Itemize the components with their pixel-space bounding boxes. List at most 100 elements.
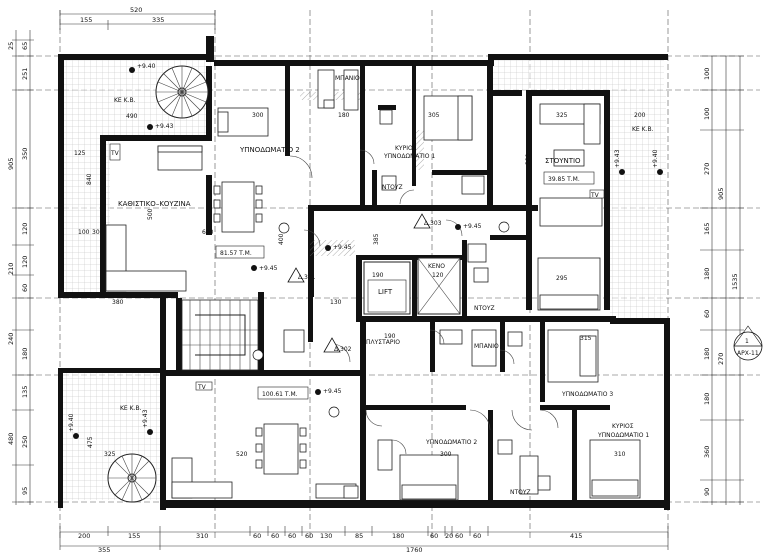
dim-right-7: 1535 — [731, 273, 739, 290]
dim-bottom-9: 85 — [355, 532, 363, 540]
void-label: ΚΕΝΟ — [428, 263, 445, 270]
inner-dim-17: 295 — [556, 275, 568, 282]
inner-dim-4: 840 — [86, 173, 93, 185]
door-swings — [289, 149, 559, 455]
dim-bottom-1: 200 — [78, 532, 90, 540]
dim-top-total: 520 — [130, 6, 142, 14]
inner-dim-10: 180 — [338, 112, 350, 119]
dim-bottom-15: 415 — [570, 532, 582, 540]
inner-dim-24: 325 — [104, 451, 116, 458]
inner-dim-21: 300 — [440, 451, 452, 458]
dim-right-8: 60 — [703, 310, 711, 318]
lift-dim-1: 190 — [372, 272, 384, 279]
dim-bottom-13: 60 — [455, 532, 463, 540]
level-9: +9.40 — [68, 413, 75, 432]
dim-right-2: 100 — [703, 108, 711, 120]
dim-bottom-7: 60 — [305, 532, 313, 540]
label-bath-mid: ΜΠΑΝΙΟ — [474, 343, 499, 350]
inner-dim-13: 380 — [525, 153, 532, 165]
dim-bottom-8: 130 — [320, 532, 332, 540]
dim-bottom-t1: 355 — [98, 546, 110, 554]
level-3: +9.43 — [614, 149, 621, 168]
inner-dim-19: 315 — [580, 335, 592, 342]
walls — [58, 36, 670, 510]
inner-dim-26: 130 — [330, 299, 342, 306]
furniture-beds — [217, 95, 641, 501]
inner-dim-11: 305 — [428, 112, 440, 119]
tv-label-3: TV — [197, 384, 207, 391]
label-bedroom2-bottom: ΥΠΝΟΔΩΜΑΤΙΟ 2 — [425, 439, 477, 446]
dim-left-8: 60 — [21, 284, 29, 292]
inner-dim-23: 475 — [87, 436, 94, 448]
dim-left-9: 120 — [21, 256, 29, 268]
elevation-marker: 1 ΑΡΧ-11 — [733, 325, 763, 361]
inner-dim-8: 30 — [92, 229, 100, 236]
dim-bottom-3: 310 — [196, 532, 208, 540]
spiral-stair-bottom — [107, 453, 157, 503]
label-master-bottom-2: ΥΠΝΟΔΩΜΑΤΙΟ 1 — [597, 432, 649, 439]
dim-top-b: 335 — [152, 16, 164, 24]
dim-right-5: 165 — [703, 223, 711, 235]
level-5: +9.45 — [333, 244, 352, 251]
level-markers: +9.40 +9.43 +9.43 +9.40 +9.45 +9.45 +9.4… — [68, 63, 663, 439]
inner-dim-2: 300 — [252, 112, 264, 119]
label-area-bottom: 100.61 Τ.Μ. — [262, 391, 298, 398]
inner-dim-18: 190 — [384, 333, 396, 340]
label-shower-top: ΝΤΟΥΖ — [382, 184, 403, 191]
tv-labels: TV TV TV — [109, 143, 605, 391]
dim-left-12: 135 — [21, 386, 29, 398]
inner-dim-5: 500 — [147, 208, 154, 220]
inner-dim-1: 490 — [126, 113, 138, 120]
inner-dim-9: 380 — [112, 299, 124, 306]
dim-left-10: 240 — [7, 333, 15, 345]
inner-dim-15: 385 — [373, 233, 380, 245]
furniture-living — [105, 69, 603, 499]
label-area-top: 81.57 Τ.Μ. — [220, 250, 252, 257]
label-master-bottom-1: ΚΥΡΙΟΣ — [612, 423, 634, 430]
dim-left-3: 251 — [21, 68, 29, 80]
lift-shaft: LIFT 190 — [363, 261, 411, 315]
dim-bottom-5: 60 — [271, 532, 279, 540]
dim-bottom-t2: 1760 — [406, 546, 423, 554]
inner-dim-22: 310 — [614, 451, 626, 458]
dim-left-7: 210 — [7, 263, 15, 275]
dim-left-1: 25 — [7, 42, 15, 50]
dim-right-12: 360 — [703, 446, 711, 458]
level-6: +9.45 — [259, 265, 278, 272]
label-shower-bottom: ΝΤΟΥΖ — [510, 489, 531, 496]
inner-dim-6: 690 — [202, 229, 214, 236]
dim-bottom-4: 60 — [253, 532, 261, 540]
elevation-number: 1 — [745, 338, 749, 345]
label-studio-area: 39.85 Τ.Μ. — [548, 176, 580, 183]
dim-right-3: 270 — [703, 163, 711, 175]
dim-right-4: 905 — [717, 188, 725, 200]
spiral-stair-top — [155, 65, 209, 119]
dim-bottom-2: 155 — [128, 532, 140, 540]
label-bath-top: ΜΠΑΝΙΟ — [335, 75, 360, 82]
dim-top-a: 155 — [80, 16, 92, 24]
section-markers: Δ.301 Δ.302 Δ.303 — [287, 213, 442, 353]
dim-left-14: 250 — [21, 436, 29, 448]
dim-left-2: 65 — [21, 42, 29, 50]
tv-label-2: TV — [590, 192, 600, 199]
dim-bottom-12: 20 — [445, 532, 453, 540]
label-shower-mid: ΝΤΟΥΖ — [474, 305, 495, 312]
inner-dimensions: 490 300 125 840 500 690 100 30 380 180 3… — [74, 112, 646, 458]
dim-left-11: 180 — [21, 348, 29, 360]
dim-bottom-11: 60 — [430, 532, 438, 540]
inner-dim-14: 200 — [634, 112, 646, 119]
elevation-ref: ΑΡΧ-11 — [737, 350, 759, 357]
level-4: +9.40 — [652, 149, 659, 168]
left-dimensions: 25 65 251 905 350 120 210 60 120 240 180… — [7, 30, 34, 505]
dim-right-11: 180 — [703, 393, 711, 405]
level-8: +9.45 — [323, 388, 342, 395]
label-master-top-2: ΥΠΝΟΔΩΜΑΤΙΟ 1 — [383, 153, 435, 160]
label-kb-3: ΚΕ Κ.Β. — [120, 405, 142, 412]
level-2: +9.43 — [155, 123, 174, 130]
label-studio: ΣΤΟΥΝΤΙΟ — [545, 157, 581, 165]
dim-bottom-10: 180 — [392, 532, 404, 540]
inner-dim-12: 325 — [556, 112, 568, 119]
bottom-dimensions: 200 155 310 60 60 60 60 130 85 180 60 20… — [59, 526, 669, 554]
inner-dim-7: 100 — [78, 229, 90, 236]
